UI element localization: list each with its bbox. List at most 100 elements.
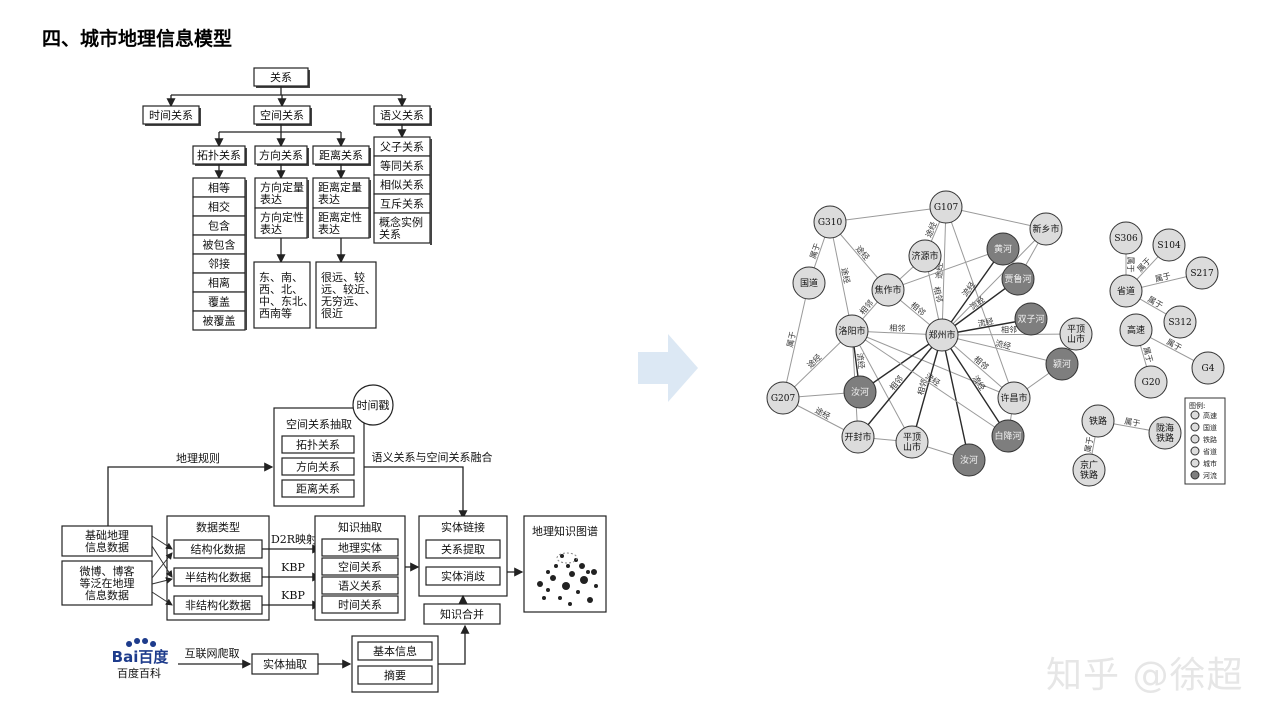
tree-root-box-label-line: 关系 [270, 70, 292, 84]
tree-direction-shadow [307, 180, 309, 238]
flow-kg-thumbnail-dot [591, 569, 597, 575]
graph-edge-label: 途经 [839, 267, 852, 285]
flow-knowledge-item [321, 595, 399, 614]
graph-node-label-huanghe1-line: 黄河 [994, 243, 1012, 255]
graph-node-baisha [991, 419, 1025, 453]
tree-distance-shadow [369, 180, 371, 238]
graph-legend-item: 铁路 [1203, 435, 1217, 444]
flow-data-type-label-line: 数据类型 [196, 520, 240, 534]
flow-kg-thumbnail-dot [579, 563, 585, 569]
flow-knowledge-item-label: 语义关系 [338, 579, 382, 593]
flow-kbp2-label: KBP [281, 589, 305, 602]
tree-topology-item-label-line: 相等 [208, 181, 230, 195]
flow-timestamp-circle [352, 384, 394, 426]
flow-fusion-label: 语义关系与空间关系融合 [372, 450, 493, 464]
tree-spatial-box-label-line: 距离关系 [319, 148, 363, 162]
tree-spatial-box-label-line: 拓扑关系 [197, 148, 241, 162]
tree-spatial-box-label-line: 方向关系 [259, 148, 303, 162]
baidu-paw-icon [126, 638, 157, 647]
graph-edge-label: 途经 [805, 352, 823, 370]
flow-entity-item-label: 关系提取 [441, 542, 485, 556]
graph-node-label-zhengzhou-line: 郑州市 [928, 329, 955, 341]
flow-source-arrow [151, 552, 173, 579]
tree-level1-box-label-line: 时间关系 [149, 108, 193, 122]
tree-topology-item-label-line: 相交 [208, 200, 230, 214]
graph-node-tielu [1081, 404, 1115, 438]
graph-node-shuangji [1014, 302, 1048, 336]
flow-spatial-item [281, 457, 355, 476]
flow-entity-item-label-line: 关系提取 [441, 542, 485, 556]
graph-node-label-g310-line: G310 [818, 218, 843, 228]
flow-source-arrow [151, 577, 173, 585]
flow-kg-thumbnail-outline [556, 552, 578, 564]
graph-node-jialuhe [1001, 262, 1035, 296]
graph-node-gaosu [1119, 313, 1153, 347]
graph-legend-swatch [1190, 422, 1200, 432]
flow-spatial-item-label: 距离关系 [296, 482, 340, 496]
graph-node-label-guodao: 国道 [800, 277, 818, 289]
graph-node-label-jingguang: 京广铁路 [1080, 459, 1098, 481]
tree-spatial-box-label: 距离关系 [319, 148, 363, 162]
graph-node-label-g207: G207 [771, 394, 796, 404]
graph-node-label-g20: G20 [1142, 378, 1161, 388]
flow-kg-thumbnail-dot [537, 581, 543, 587]
flow-kg-thumbnail-dot [542, 596, 546, 600]
graph-node-label-ruhe2: 汝河 [960, 454, 978, 466]
flow-source-arrow [151, 591, 173, 606]
tree-direction-values [253, 261, 311, 329]
flow-kg-thumbnail-dot [587, 597, 593, 603]
tree-distance-values-label-line: 很远、较 [321, 270, 365, 284]
flow-data-type-item-label: 半结构化数据 [185, 570, 251, 584]
tree-direction-box-label-line: 方向定量 [260, 180, 304, 194]
graph-node-label-jiyuan: 济源市 [911, 250, 938, 262]
flow-data-type-item-label-line: 半结构化数据 [185, 570, 251, 584]
graph-edge-label: 属于 [1124, 417, 1141, 429]
tree-semantic-item-label: 互斥关系 [380, 197, 424, 211]
tree-distance-box-label: 距离定量表达 [318, 180, 362, 206]
flow-merge-box-label: 知识合并 [440, 607, 484, 621]
flow-source-ubiquitous-label-line: 等泛在地理 [80, 576, 135, 590]
graph-node-label-s312-line: S312 [1168, 318, 1191, 328]
tree-distance-box-label-line: 距离定性 [318, 210, 362, 224]
tree-direction-box [254, 207, 308, 239]
graph-node-label-pingding2-line: 山市 [903, 441, 921, 453]
graph-edge [829, 221, 853, 332]
graph-edge-label: 属于 [1154, 271, 1172, 283]
flow-baidu-caption-line: 百度百科 [117, 666, 161, 680]
tree-distance-box [312, 207, 370, 239]
graph-node-label-shuangji-line: 双子河 [1017, 313, 1044, 325]
graph-node-g4 [1191, 351, 1225, 385]
flow-kg-thumbnail-dot [576, 590, 580, 594]
graph-node-s312 [1163, 305, 1197, 339]
flow-source-ubiquitous-label-line: 信息数据 [85, 588, 129, 602]
graph-node-label-kaifeng-line: 开封市 [844, 431, 871, 443]
flow-data-type-item-label: 结构化数据 [191, 542, 246, 556]
graph-node-label-g4: G4 [1202, 364, 1215, 374]
graph-node-kaifeng [841, 420, 875, 454]
flow-merge-box [423, 603, 501, 625]
graph-node-label-huanghe1: 黄河 [994, 243, 1012, 255]
tree-topology-shadow [245, 180, 247, 330]
graph-node-xuchang [997, 381, 1031, 415]
flow-kg-thumbnail-dot [558, 596, 562, 600]
graph-edge-label: 相邻 [932, 286, 945, 304]
flow-kg-thumbnail-dot [569, 571, 575, 577]
flow-data-type-item-label-line: 结构化数据 [191, 542, 246, 556]
flow-kg-thumbnail-dot [568, 602, 572, 606]
flow-knowledge-extract-label: 知识抽取 [338, 520, 382, 534]
tree-distance-values-label-line: 无穷远、 [321, 294, 365, 308]
graph-node-label-longhai: 陇海铁路 [1156, 422, 1174, 444]
graph-node-label-yinghe: 颍河 [1053, 358, 1071, 370]
flow-geo-rule-label: 地理规则 [176, 451, 220, 465]
page-title: 四、城市地理信息模型 [42, 28, 233, 50]
graph-node-yinghe [1045, 347, 1079, 381]
graph-node-label-zhengzhou: 郑州市 [928, 329, 955, 341]
graph-node-g20 [1134, 365, 1168, 399]
flow-info-item-label-line: 基本信息 [373, 644, 417, 658]
flow-kbp1-label-line: KBP [281, 561, 305, 574]
graph-node-ruhe1 [843, 375, 877, 409]
relation-tree: 关系时间关系空间关系语义关系拓扑关系方向关系距离关系相等相交包含被包含邻接相离覆… [142, 67, 432, 331]
flow-kg-thumbnail-dot [562, 582, 570, 590]
graph-edge [941, 206, 947, 336]
graph-edge [941, 334, 970, 461]
